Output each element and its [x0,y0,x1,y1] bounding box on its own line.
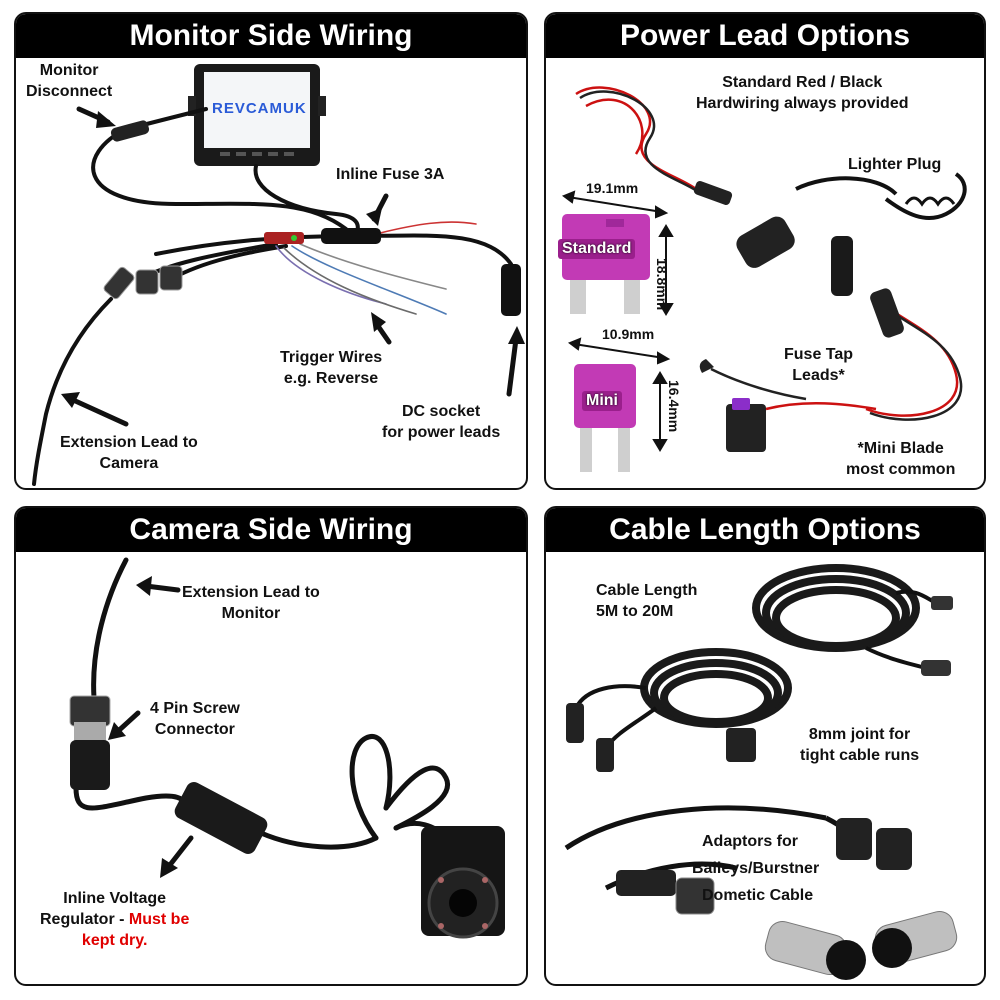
dc-socket-image [501,264,521,316]
mini-fuse-height: 16.4mm [666,380,682,433]
brand-logo: REVCAMUK [212,100,307,117]
label-adaptors: Adaptors for Baileys/Burstner Dometic Ca… [692,833,820,904]
panel-title: Camera Side Wiring [16,508,526,552]
panel-title: Monitor Side Wiring [16,14,526,58]
standard-fuse-image [562,214,650,314]
label-lighter-plug: Lighter Plug [848,156,942,173]
panel-camera-wiring: Camera Side Wiring [14,506,528,986]
monitor-wiring-illustration [32,64,525,486]
standard-fuse-height: 18.8mm [654,258,670,311]
monitor-image [188,64,326,166]
panel-power-leads: Power Lead Options [544,12,986,490]
camera-image [421,826,505,939]
standard-fuse-name: Standard [558,239,636,259]
power-leads-illustration [561,86,967,472]
panel-cable-lengths: Cable Length Options [544,506,986,986]
warning-text: Must be [128,911,190,928]
cable-coil-small [640,648,792,728]
mini-fuse-name: Mini [582,391,622,411]
panel-title: Power Lead Options [546,14,984,58]
adaptor-connectors [616,818,958,980]
label-inline-fuse: Inline Fuse 3A [336,166,445,183]
lighter-plug-image [736,216,795,268]
panel-title: Cable Length Options [546,508,984,552]
fuse-tap-image [726,404,766,452]
screw-connector-image [69,695,111,790]
panel-monitor-wiring: Monitor Side Wiring [14,12,528,490]
label-voltage-regulator: Inline Voltage Regulator - Must be kept … [40,890,190,949]
mini-fuse-width: 10.9mm [602,326,655,342]
voltage-regulator-image [174,782,268,854]
camera-wiring-illustration [69,557,505,939]
mini-fuse-image [574,364,636,472]
cable-coil-large [752,564,920,652]
standard-fuse-width: 19.1mm [586,180,639,196]
inline-fuse-image [321,228,381,244]
cable-lengths-illustration [564,564,958,980]
warning-text-continued: kept dry. [81,932,148,949]
